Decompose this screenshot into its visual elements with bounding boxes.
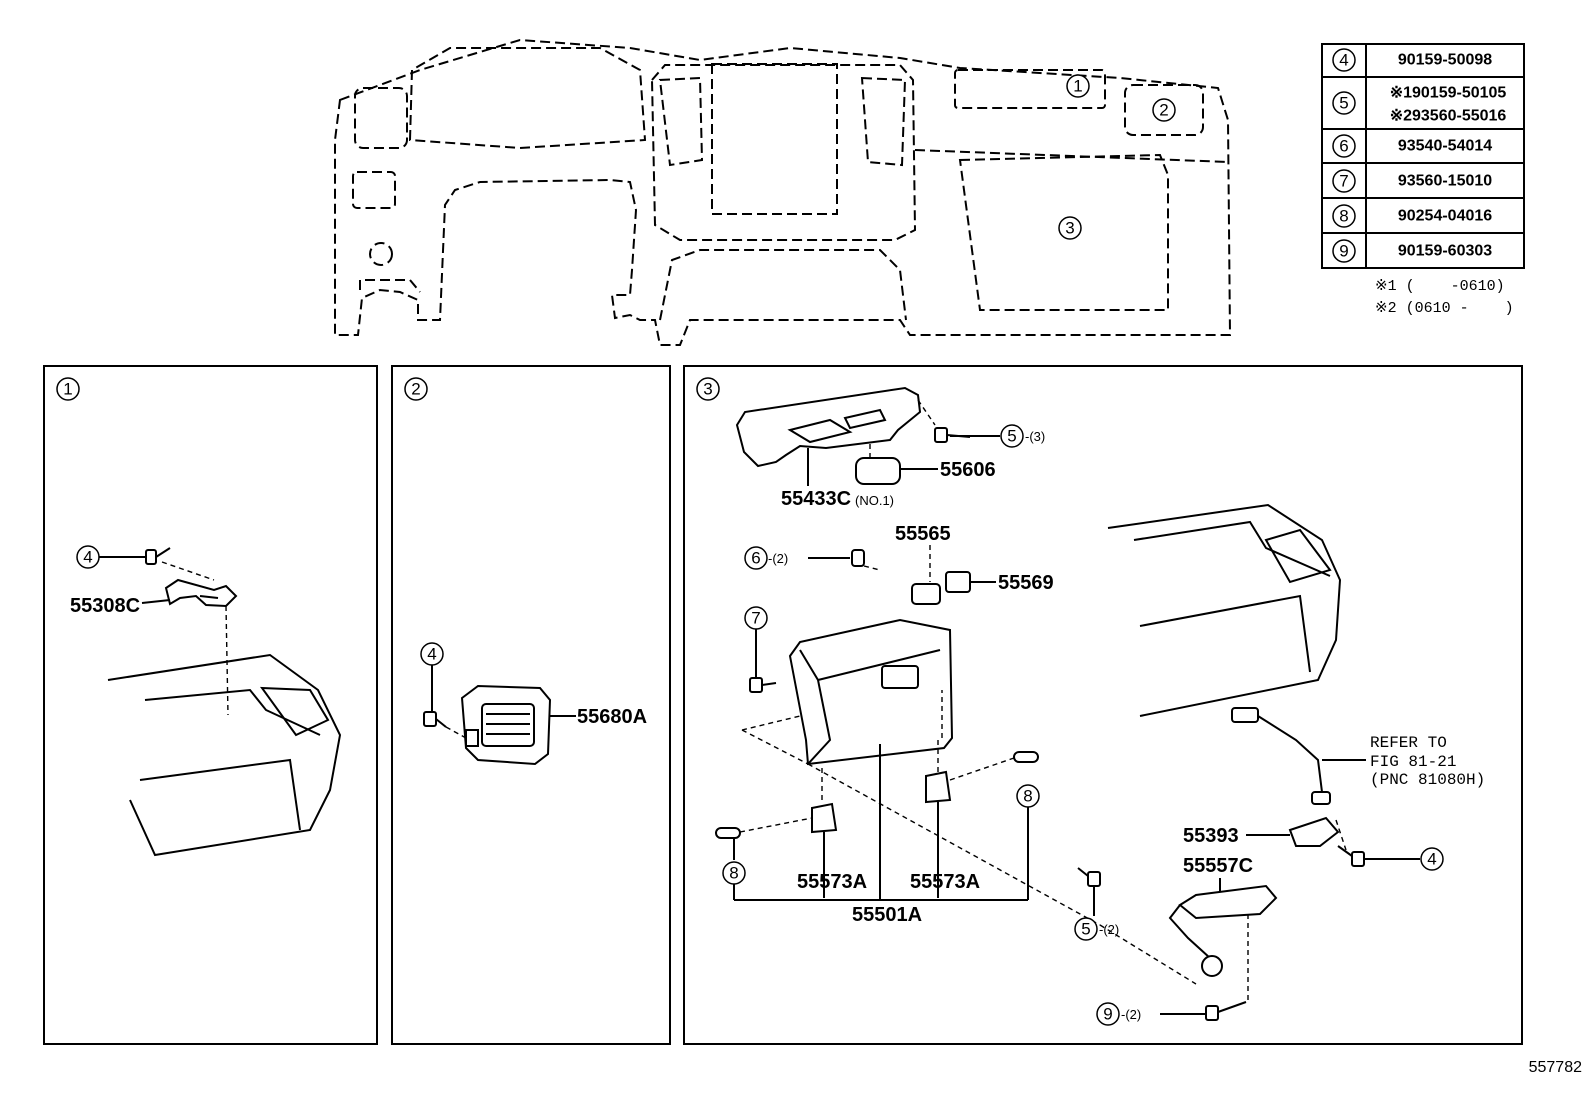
- svg-text:9: 9: [1103, 1005, 1112, 1024]
- table-row: 6 93540-54014: [1332, 134, 1492, 158]
- svg-text:2: 2: [411, 380, 420, 399]
- svg-text:(PNC 81080H): (PNC 81080H): [1370, 771, 1485, 789]
- svg-text:(NO.1): (NO.1): [855, 493, 894, 508]
- svg-text:4: 4: [1427, 850, 1436, 869]
- svg-text:93560-15010: 93560-15010: [1398, 173, 1492, 190]
- svg-text:4: 4: [1339, 51, 1348, 70]
- svg-text:55393: 55393: [1183, 825, 1239, 847]
- hinge-55573a-left: [811, 802, 838, 834]
- figure-id: 557782: [1529, 1059, 1582, 1076]
- damper-55557c: [1168, 884, 1278, 977]
- svg-text:7: 7: [1339, 172, 1348, 191]
- overview-callout-2: 2: [1152, 98, 1176, 122]
- svg-text:55569: 55569: [998, 572, 1054, 594]
- svg-text:90159-50098: 90159-50098: [1398, 52, 1492, 69]
- svg-text:FIG 81-21: FIG 81-21: [1370, 753, 1456, 771]
- svg-text:5: 5: [1007, 427, 1016, 446]
- table-note-1: ※1 ( -0610): [1375, 278, 1505, 295]
- svg-text:5: 5: [1339, 94, 1348, 113]
- screw-icon: [1077, 867, 1101, 887]
- overview-callout-1: 1: [1066, 74, 1090, 98]
- screw-icon: [749, 677, 777, 693]
- part-number-table: 4 90159-50098 5 ※190159-50105 ※293560-55…: [1321, 43, 1525, 317]
- panel-2: 2 4 55680A: [391, 365, 671, 1045]
- panel-1: 1 4 55308C: [43, 365, 378, 1045]
- air-vent-55680a: [460, 684, 552, 766]
- svg-text:3: 3: [703, 380, 712, 399]
- dashboard-overview: [334, 38, 1232, 346]
- svg-text:55573A: 55573A: [797, 871, 867, 893]
- svg-text:4: 4: [427, 645, 436, 664]
- glove-box-55501a: [788, 618, 954, 766]
- svg-text:2: 2: [1159, 101, 1168, 120]
- svg-text:-(2): -(2): [1099, 922, 1119, 937]
- svg-text:5: 5: [1081, 920, 1090, 939]
- screw-icon: [1205, 1001, 1247, 1021]
- svg-text:55557C: 55557C: [1183, 855, 1253, 877]
- svg-text:9: 9: [1339, 242, 1348, 261]
- svg-text:8: 8: [1339, 207, 1348, 226]
- svg-text:93540-54014: 93540-54014: [1398, 138, 1492, 155]
- table-row: 7 93560-15010: [1332, 169, 1492, 193]
- wire-harness: [1231, 707, 1331, 805]
- table-note-2: ※2 (0610 - ): [1375, 300, 1514, 317]
- svg-text:REFER TO: REFER TO: [1370, 734, 1447, 752]
- svg-text:3: 3: [1065, 219, 1074, 238]
- svg-text:8: 8: [729, 864, 738, 883]
- pin-icon: [1013, 751, 1039, 763]
- svg-text:8: 8: [1023, 787, 1032, 806]
- table-row: 8 90254-04016: [1332, 204, 1492, 228]
- switch-55393: [1288, 816, 1340, 847]
- svg-text:※293560-55016: ※293560-55016: [1390, 108, 1507, 125]
- dashboard-fragment: [1107, 503, 1342, 717]
- screw-icon: [145, 547, 171, 565]
- table-row: 4 90159-50098: [1332, 48, 1492, 72]
- bracket-55308c: [164, 578, 238, 608]
- svg-text:1: 1: [63, 380, 72, 399]
- svg-text:55606: 55606: [940, 459, 996, 481]
- svg-text:55680A: 55680A: [577, 706, 647, 728]
- pad-55565: [911, 583, 941, 605]
- clip-icon: [851, 549, 865, 567]
- svg-text:90254-04016: 90254-04016: [1398, 208, 1492, 225]
- svg-text:1: 1: [1073, 77, 1082, 96]
- svg-text:55308C: 55308C: [70, 595, 140, 617]
- upper-trim-55433c: [735, 386, 922, 468]
- svg-text:55501A: 55501A: [852, 904, 922, 926]
- svg-text:4: 4: [83, 548, 92, 567]
- svg-text:6: 6: [1339, 137, 1348, 156]
- svg-text:-(2): -(2): [768, 551, 788, 566]
- panel-3: 3 55433C (NO.1) 5 -(3) 55606 6 -(2): [683, 365, 1523, 1045]
- latch-55569: [945, 571, 971, 593]
- screw-icon: [1337, 845, 1365, 867]
- cap-55606: [855, 457, 901, 485]
- table-row: 5 ※190159-50105 ※293560-55016: [1332, 85, 1507, 125]
- table-row: 9 90159-60303: [1332, 239, 1492, 263]
- svg-text:7: 7: [751, 609, 760, 628]
- svg-text:55573A: 55573A: [910, 871, 980, 893]
- svg-text:55433C: 55433C: [781, 488, 851, 510]
- svg-text:55565: 55565: [895, 523, 951, 545]
- svg-text:90159-60303: 90159-60303: [1398, 243, 1492, 260]
- svg-text:-(2): -(2): [1121, 1007, 1141, 1022]
- overview-callout-3: 3: [1058, 216, 1082, 240]
- screw-icon: [423, 711, 447, 728]
- hinge-55573a-right: [925, 770, 952, 804]
- dashboard-fragment: [107, 653, 342, 857]
- pin-icon: [715, 827, 741, 839]
- svg-text:※190159-50105: ※190159-50105: [1390, 85, 1507, 102]
- svg-text:6: 6: [751, 549, 760, 568]
- svg-text:-(3): -(3): [1025, 429, 1045, 444]
